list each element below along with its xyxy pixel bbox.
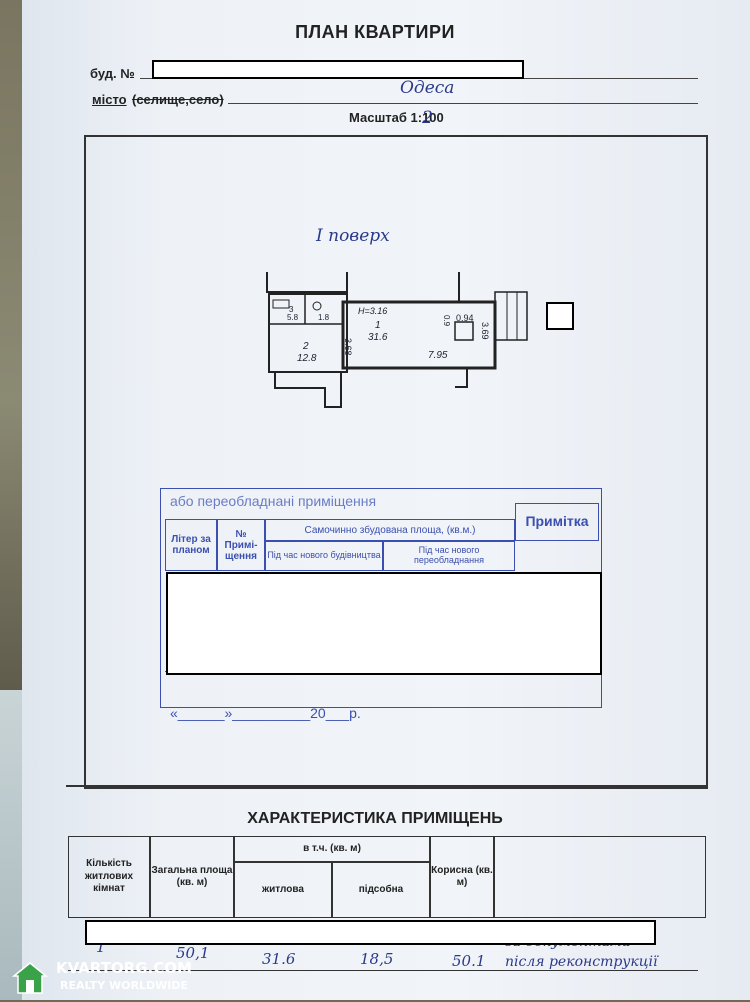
redacted-address — [152, 60, 524, 79]
watermark-brand: KVARTORG.COM — [56, 959, 192, 977]
row-total: 50,1 — [176, 944, 210, 962]
row-note-line2: після реконструкції — [505, 954, 658, 970]
city-handwritten: Одеса — [400, 78, 455, 98]
room1-width-left: 3.68 — [343, 338, 353, 356]
stamp-bottom-row — [165, 671, 597, 702]
document-title: ПЛАН КВАРТИРИ — [295, 22, 455, 42]
row-bottom-line — [68, 970, 698, 971]
row-aux: 18,5 — [360, 950, 394, 968]
plan-frame — [84, 135, 708, 789]
col-rooms-header: Кількість житлових кімнат — [68, 836, 150, 918]
col-useful-header: Корисна (кв. м) — [430, 836, 494, 918]
room4-area: 1.8 — [318, 313, 330, 322]
room3-area: 5.8 — [287, 313, 299, 322]
house-logo-icon — [12, 962, 48, 994]
room1-area: 31.6 — [368, 332, 388, 343]
stamp-col-number: № Примі-щення — [217, 519, 265, 571]
col-living-header: житлова — [234, 862, 332, 918]
redacted-table-row — [85, 920, 656, 945]
city-underline — [228, 103, 698, 104]
room1-length-dimension: 7.95 — [428, 350, 448, 361]
col-total-header: Загальна площа (кв. м) — [150, 836, 234, 918]
room1-number: 1 — [375, 320, 381, 331]
watermark-tagline: REALTY WORLDWIDE — [60, 979, 188, 992]
stamp-col-note: Примітка — [515, 503, 599, 541]
room1-width-right: 3.69 — [480, 322, 490, 340]
floor-label: I поверх — [316, 226, 390, 246]
row-useful: 50.1 — [452, 952, 486, 970]
stamp-col-litera: Літер за планом — [165, 519, 217, 571]
col-aux-header: підсобна — [332, 862, 430, 918]
stamp-date: «______»__________20___р. — [170, 705, 361, 721]
stamp-col-area: Самочинно збудована площа, (кв.м.) — [265, 519, 515, 541]
row-rooms: 1 — [96, 938, 106, 956]
stove-dimension: 0.94 — [456, 313, 474, 323]
redacted-marker — [546, 302, 574, 330]
stamp-header: або переобладнані приміщення — [170, 493, 377, 509]
floor-plan-drawing — [266, 272, 528, 408]
stove-dimension-2: 0.9 — [442, 315, 451, 327]
room3-number: 3 — [289, 305, 294, 314]
characteristics-title: ХАРАКТЕРИСТИКА ПРИМІЩЕНЬ — [247, 810, 503, 827]
scale-overwrite: 2 — [422, 108, 433, 128]
scale-label: Масштаб 1:100 — [349, 110, 444, 125]
plan-wall — [266, 272, 348, 293]
watermark: KVARTORG.COM REALTY WORLDWIDE — [8, 958, 192, 998]
col-note-header — [494, 836, 706, 918]
row-living: 31.6 — [262, 950, 296, 968]
city-label-struck: (селище,село) — [132, 92, 224, 107]
ceiling-height: H=3.16 — [358, 306, 388, 316]
col-including-header: в т.ч. (кв. м) — [234, 836, 430, 862]
room2-area: 12.8 — [297, 353, 317, 364]
city-label: місто — [92, 92, 127, 107]
document-page — [22, 0, 750, 1000]
redacted-stamp-content — [166, 572, 602, 675]
room2-number: 2 — [303, 341, 309, 352]
unauthorized-construction-stamp: Літер за планом № Примі-щення Самочинно … — [160, 488, 602, 708]
characteristics-table — [66, 785, 706, 1002]
stamp-col-reequip: Під час нового переобладнання — [383, 541, 515, 571]
stamp-col-new-build: Під час нового будівництва — [265, 541, 383, 571]
building-label: буд. № — [90, 66, 135, 81]
